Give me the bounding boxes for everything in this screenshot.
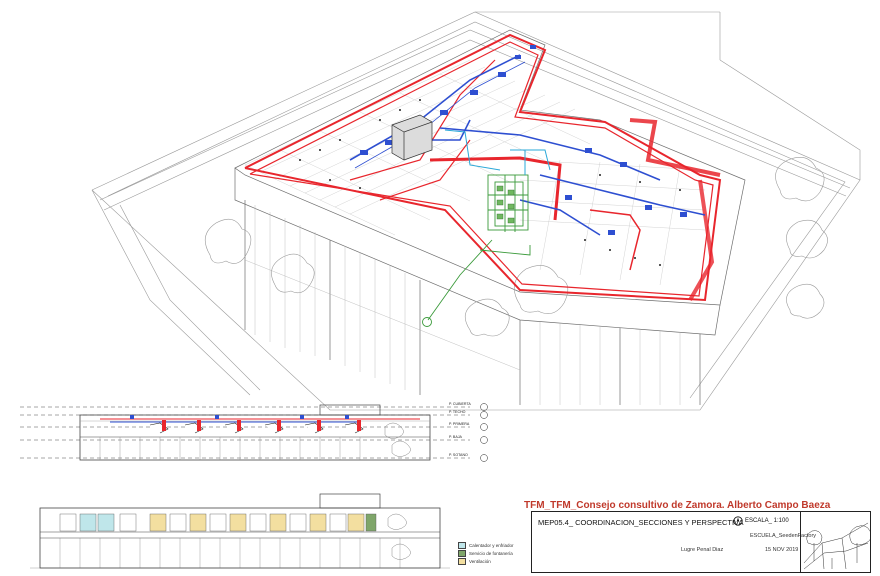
site-context [91, 11, 861, 411]
title-block: MEP05.4_ COORDINACION_SECCIONES Y PERSPE… [531, 511, 871, 573]
trees [204, 157, 828, 337]
legend-swatch [458, 558, 466, 566]
section-marker-icon [480, 454, 488, 462]
legend-item: Servicio de fontanería [458, 550, 514, 558]
section-marker-icon [480, 436, 488, 444]
title-block-divider [800, 512, 801, 572]
section-ducts [100, 418, 420, 423]
legend: Calentador y enfriador Servicio de fonta… [458, 542, 514, 566]
elevation-rooms [59, 513, 377, 532]
diffusers [360, 45, 687, 235]
plumbing-fixtures [496, 185, 515, 224]
air-handling-unit [391, 114, 433, 161]
facade-mullions [244, 205, 681, 405]
date-label: 15 NOV 2019 [765, 547, 799, 553]
north-arrow-icon [733, 516, 743, 526]
author-label: Lugre Penal Diaz [681, 547, 724, 553]
legend-item: Ventilación [458, 558, 514, 566]
section-marker-icon [480, 403, 488, 411]
level-label: P. SOTANO [449, 453, 468, 457]
level-markers [480, 403, 488, 462]
section-units [149, 422, 364, 434]
chilled-water-lines [444, 129, 551, 175]
legend-item: Calentador y enfriador [458, 542, 514, 550]
section-marker-icon [480, 411, 488, 419]
perspective-view [91, 11, 861, 411]
level-label: P. CUBIERTA [449, 402, 471, 406]
section-view [20, 403, 488, 462]
level-label: P. BAJA [449, 435, 462, 439]
legend-label: Ventilación [469, 559, 491, 564]
legend-swatch [458, 542, 466, 550]
legend-label: Servicio de fontanería [469, 551, 513, 556]
section-marker-icon [480, 423, 488, 431]
scale-label: ESCALA_ 1:100 [745, 518, 789, 524]
plumbing-core [422, 174, 531, 327]
level-label: P. TECHO [449, 410, 466, 414]
sheet-title: MEP05.4_ COORDINACION_SECCIONES Y PERSPE… [538, 518, 744, 527]
ceiling-points [299, 99, 681, 266]
school-label: ESCUELA_SeedenFactory [750, 533, 817, 539]
level-label: P. PRIMERA [449, 422, 470, 426]
legend-label: Calentador y enfriador [469, 543, 514, 548]
legend-swatch [458, 550, 466, 558]
site-sketch [803, 522, 870, 570]
building-slab [234, 29, 746, 405]
elevation-view [30, 493, 450, 569]
project-title: TFM_TFM_Consejo consultivo de Zamora. Al… [524, 500, 831, 511]
